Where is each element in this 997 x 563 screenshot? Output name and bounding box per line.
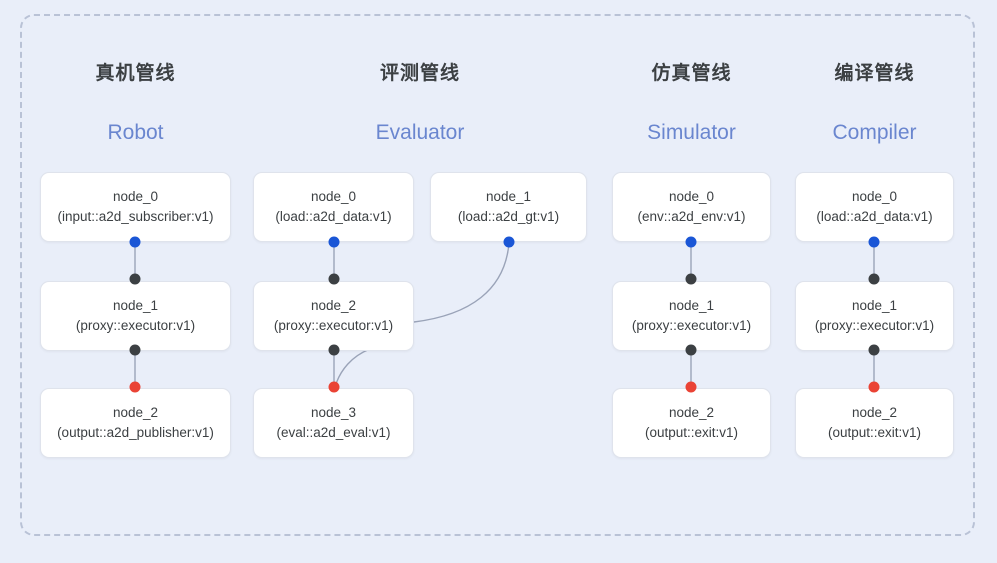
node-label-type: (load::a2d_data:v1) [275, 209, 392, 224]
node-label-name: node_2 [310, 298, 357, 313]
node-label-name: node_1 [668, 298, 715, 313]
node-compiler-0[interactable]: node_0 (load::a2d_data:v1) [795, 172, 954, 242]
node-label-type: (output::a2d_publisher:v1) [57, 425, 214, 440]
node-label-name: node_0 [668, 189, 715, 204]
column-title-cn-compiler: 编译管线 [834, 63, 915, 84]
node-compiler-1[interactable]: node_1 (proxy::executor:v1) [795, 281, 954, 351]
node-evaluator-1[interactable]: node_1 (load::a2d_gt:v1) [430, 172, 587, 242]
node-label-type: (env::a2d_env:v1) [637, 209, 746, 224]
node-evaluator-2[interactable]: node_2 (proxy::executor:v1) [253, 281, 414, 351]
node-simulator-2[interactable]: node_2 (output::exit:v1) [612, 388, 771, 458]
column-header-simulator: 仿真管线 Simulator [612, 62, 771, 146]
port-output-black-compiler-1[interactable] [868, 344, 880, 356]
node-simulator-0[interactable]: node_0 (env::a2d_env:v1) [612, 172, 771, 242]
port-output-blue-compiler-0[interactable] [868, 236, 880, 248]
port-output-blue-robot-0[interactable] [129, 236, 141, 248]
port-input-red-robot-2[interactable] [129, 381, 141, 393]
port-output-blue-evaluator-0[interactable] [328, 236, 340, 248]
column-header-compiler: 编译管线 Compiler [795, 62, 954, 146]
port-input-red-evaluator-3[interactable] [328, 381, 340, 393]
node-robot-0[interactable]: node_0 (input::a2d_subscriber:v1) [40, 172, 231, 242]
node-evaluator-0[interactable]: node_0 (load::a2d_data:v1) [253, 172, 414, 242]
node-label-type: (proxy::executor:v1) [273, 318, 394, 333]
port-input-red-compiler-2[interactable] [868, 381, 880, 393]
node-compiler-2[interactable]: node_2 (output::exit:v1) [795, 388, 954, 458]
node-label-name: node_1 [485, 189, 532, 204]
node-label-type: (output::exit:v1) [644, 425, 739, 440]
node-evaluator-3[interactable]: node_3 (eval::a2d_eval:v1) [253, 388, 414, 458]
column-title-en-robot: Robot [107, 121, 164, 144]
node-label-type: (eval::a2d_eval:v1) [276, 425, 391, 440]
port-input-red-simulator-2[interactable] [685, 381, 697, 393]
port-output-black-simulator-1[interactable] [685, 344, 697, 356]
node-label-type: (proxy::executor:v1) [814, 318, 935, 333]
node-label-name: node_2 [668, 405, 715, 420]
column-header-robot: 真机管线 Robot [40, 62, 231, 146]
port-output-black-evaluator-2[interactable] [328, 344, 340, 356]
node-robot-2[interactable]: node_2 (output::a2d_publisher:v1) [40, 388, 231, 458]
port-input-black-robot-1[interactable] [129, 273, 141, 285]
column-title-en-compiler: Compiler [832, 121, 917, 144]
column-title-en-simulator: Simulator [647, 121, 736, 144]
column-title-en-evaluator: Evaluator [375, 121, 465, 144]
node-label-name: node_0 [851, 189, 898, 204]
node-robot-1[interactable]: node_1 (proxy::executor:v1) [40, 281, 231, 351]
column-title-cn-evaluator: 评测管线 [379, 63, 460, 84]
diagram-dashed-frame [20, 14, 975, 536]
node-label-type: (proxy::executor:v1) [75, 318, 196, 333]
node-label-name: node_0 [310, 189, 357, 204]
port-output-blue-simulator-0[interactable] [685, 236, 697, 248]
node-label-type: (output::exit:v1) [827, 425, 922, 440]
column-title-cn-robot: 真机管线 [95, 63, 176, 84]
column-title-cn-simulator: 仿真管线 [651, 63, 732, 84]
port-input-black-compiler-1[interactable] [868, 273, 880, 285]
node-label-name: node_0 [112, 189, 159, 204]
node-label-name: node_2 [112, 405, 159, 420]
node-label-type: (input::a2d_subscriber:v1) [57, 209, 214, 224]
node-label-name: node_3 [310, 405, 357, 420]
node-label-type: (proxy::executor:v1) [631, 318, 752, 333]
column-header-evaluator: 评测管线 Evaluator [253, 62, 587, 146]
port-output-black-robot-1[interactable] [129, 344, 141, 356]
node-label-type: (load::a2d_gt:v1) [457, 209, 560, 224]
node-label-type: (load::a2d_data:v1) [816, 209, 933, 224]
port-input-black-evaluator-2[interactable] [328, 273, 340, 285]
port-output-blue-evaluator-1[interactable] [503, 236, 515, 248]
node-label-name: node_2 [851, 405, 898, 420]
node-simulator-1[interactable]: node_1 (proxy::executor:v1) [612, 281, 771, 351]
node-label-name: node_1 [851, 298, 898, 313]
node-label-name: node_1 [112, 298, 159, 313]
port-input-black-simulator-1[interactable] [685, 273, 697, 285]
